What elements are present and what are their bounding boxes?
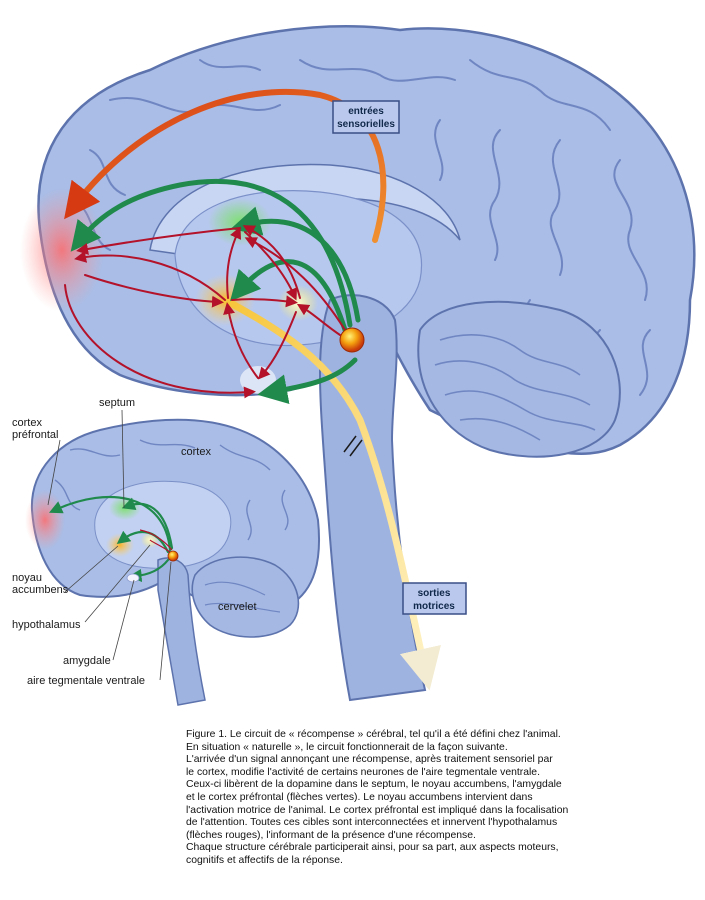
caption-line: et le cortex préfrontal (flèches vertes)… — [186, 791, 533, 803]
small-brainstem — [157, 557, 206, 706]
label-amygdale: amygdale — [63, 655, 111, 667]
caption-line: le cortex, modifie l'activité de certain… — [186, 766, 540, 778]
dopamine-arrow-septum — [230, 206, 361, 323]
large-brain — [37, 25, 696, 702]
figure-caption: Figure 1. Le circuit de « récompense » c… — [186, 729, 586, 868]
label-hypothalamus: hypothalamus — [12, 619, 81, 631]
cerebellum — [417, 300, 621, 458]
entrees-box: entrées sensorielles — [332, 100, 400, 134]
small-prefrontal-glow — [25, 490, 65, 550]
sensory-input-arrow — [64, 89, 387, 243]
small-amygdala — [126, 573, 140, 583]
sorties-box: sorties motrices — [402, 582, 467, 615]
small-cerebellum — [191, 556, 300, 638]
caption-line: l'activation motrice de l'animal. Le cor… — [186, 804, 569, 816]
label-cortex-prefrontal-2: préfrontal — [12, 429, 58, 441]
dopamine-arrow-amygdala — [257, 357, 358, 405]
small-gyri — [54, 439, 289, 541]
small-vta-sphere — [167, 550, 179, 562]
caption-line: de l'attention. Toutes ces cibles sont i… — [186, 817, 558, 829]
small-septum-glow — [109, 496, 141, 520]
caption-line: Figure 1. Le circuit de « récompense » c… — [186, 729, 561, 740]
cut-mark-2 — [349, 439, 363, 457]
cut-mark-1 — [343, 435, 357, 453]
caption-line: (flèches rouges), l'informant de la prés… — [186, 829, 476, 841]
label-noyau-accumbens-2: accumbens — [12, 584, 69, 596]
prefrontal-glow — [20, 188, 104, 312]
label-septum: septum — [99, 397, 135, 409]
small-accumbens-glow — [106, 533, 134, 557]
caption-line: En situation « naturelle », le circuit f… — [186, 741, 508, 753]
dopamine-arrow-accumbens — [230, 259, 348, 333]
dopamine-arrows — [70, 179, 361, 405]
entrees-label-1: entrées — [348, 106, 384, 117]
caption-line: cognitifs et affectifs de la réponse. — [186, 854, 343, 866]
sorties-label-1: sorties — [418, 588, 451, 599]
sorties-label-2: motrices — [413, 601, 455, 612]
leader-lines — [47, 409, 172, 681]
caption-line: Ceux-ci libèrent de la dopamine dans le … — [186, 779, 562, 791]
amygdala-glow — [240, 366, 276, 394]
label-cortex-prefrontal-1: cortex — [12, 417, 42, 429]
caption-line: L'arrivée d'un signal annonçant une réco… — [186, 754, 553, 766]
label-cervelet: cervelet — [218, 601, 257, 613]
label-aire-tegmentale: aire tegmentale ventrale — [27, 675, 145, 687]
interconnection-arrows — [64, 225, 346, 399]
vta-sphere — [339, 327, 365, 353]
small-brain — [25, 418, 321, 706]
label-noyau-accumbens-1: noyau — [12, 572, 42, 584]
label-cortex: cortex — [181, 446, 211, 458]
caption-line: Chaque structure cérébrale participerait… — [186, 842, 559, 854]
entrees-label-2: sensorielles — [337, 119, 395, 130]
cerebellum-folia — [434, 334, 596, 441]
